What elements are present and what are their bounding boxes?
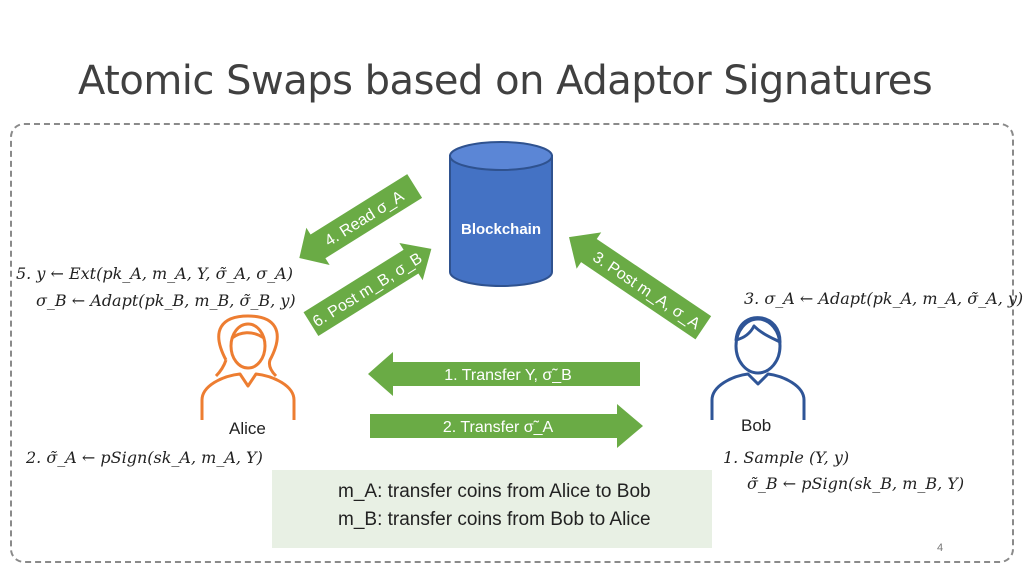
arrow-read-label: 4. Read σ_A — [322, 188, 408, 250]
arrow-transfer-1: 1. Transfer Y, σ̃_B — [368, 352, 640, 396]
arrow-post-ma: 3. Post m_A, σ_A — [569, 232, 712, 340]
arrow-transfer-2: 2. Transfer σ̃_A — [370, 404, 643, 448]
alice-label: Alice — [229, 419, 266, 438]
alice-step5-extract: 5. y ← Ext(pk_A, m_A, Y, σ̃_A, σ_A) — [16, 264, 293, 283]
bob-step3-adapt: 3. σ_A ← Adapt(pk_A, m_A, σ̃_A, y) — [744, 289, 1024, 308]
bob-step1-presign: σ̃_B ← pSign(sk_B, m_B, Y) — [747, 474, 965, 493]
diagram-frame — [10, 123, 1014, 563]
slide-title: Atomic Swaps based on Adaptor Signatures — [78, 58, 933, 104]
legend-mb: m_B: transfer coins from Bob to Alice — [338, 509, 651, 530]
blockchain-label: Blockchain — [461, 221, 541, 238]
bob-label: Bob — [741, 416, 772, 435]
bob-icon — [710, 316, 806, 420]
alice-step2-presign: 2. σ̃_A ← pSign(sk_A, m_A, Y) — [26, 448, 263, 467]
page-number: 4 — [937, 542, 944, 554]
message-legend: m_A: transfer coins from Alice to Bob m_… — [272, 470, 712, 548]
arrow-transfer2-label: 2. Transfer σ̃_A — [443, 419, 554, 436]
legend-ma: m_A: transfer coins from Alice to Bob — [338, 481, 651, 502]
blockchain-cylinder: Blockchain — [449, 141, 553, 287]
bob-step1-sample: 1. Sample (Y, y) — [723, 448, 850, 467]
arrow-transfer1-label: 1. Transfer Y, σ̃_B — [444, 367, 572, 384]
arrow-post-a-label: 3. Post m_A, σ_A — [589, 249, 703, 333]
alice-icon — [200, 314, 296, 420]
alice-step5-adapt: σ_B ← Adapt(pk_B, m_B, σ̃_B, y) — [36, 291, 296, 310]
